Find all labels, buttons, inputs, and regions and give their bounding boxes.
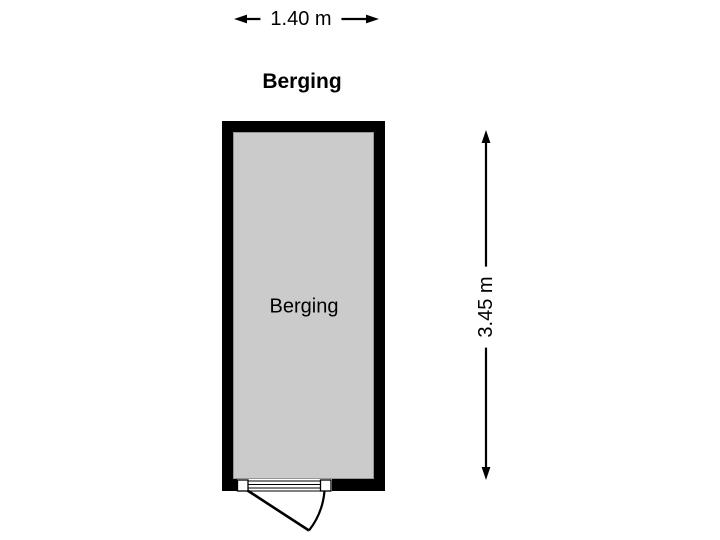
arrow-up-icon [481, 130, 491, 143]
door-swing-arc [308, 490, 326, 532]
door-leaf [246, 489, 310, 532]
width-dimension-label: 1.40 m [260, 4, 342, 34]
arrow-left-icon [234, 14, 247, 24]
room-name-label: Berging [269, 295, 339, 318]
room-floor [233, 132, 374, 479]
arrow-down-icon [481, 467, 491, 480]
plan-title: Berging [262, 70, 342, 93]
height-dimension-label: 3.45 m [471, 266, 501, 348]
arrow-right-icon [366, 14, 379, 24]
